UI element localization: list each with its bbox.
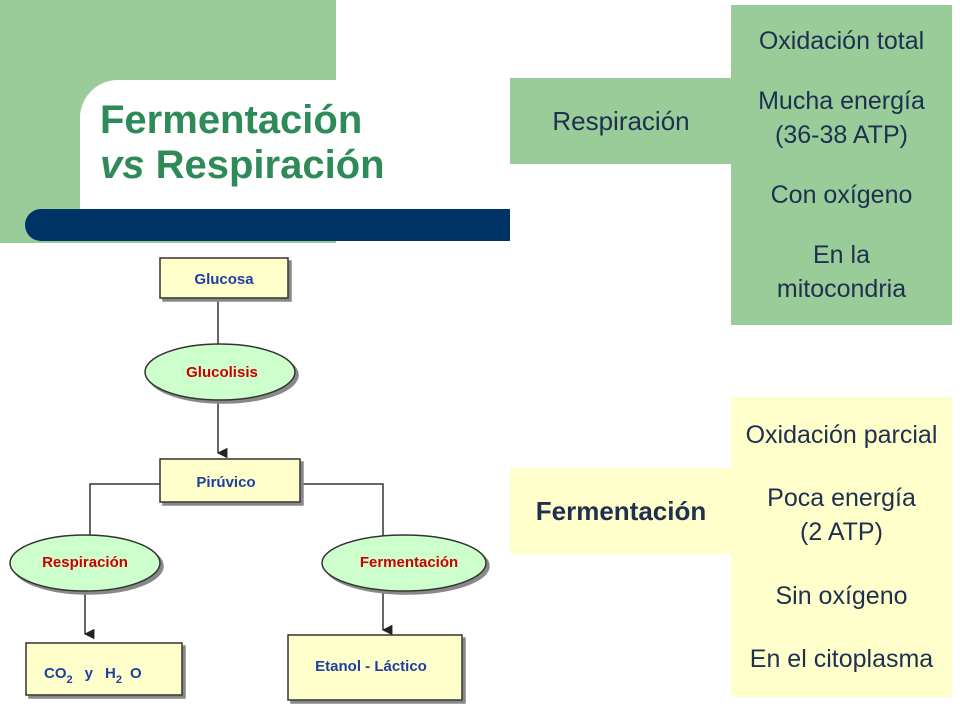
node-etanol-box xyxy=(287,634,463,701)
node-fermentacion-ellipse xyxy=(321,534,487,592)
node-piruvico-box xyxy=(159,458,301,503)
metabolism-flowchart: Glucosa Glucolisis Pirúvico Respiración … xyxy=(9,257,487,701)
node-etanol-lactico: Etanol - Láctico xyxy=(315,658,427,675)
node-respiracion-ellipse xyxy=(9,534,161,592)
page-title-line2: vs Respiración xyxy=(100,143,385,187)
respiration-item: Con oxígeno xyxy=(771,178,913,212)
fermentation-item: Poca energía (2 ATP) xyxy=(767,481,916,549)
respiration-label-box: Respiración xyxy=(510,78,732,164)
fermentation-item: En el citoplasma xyxy=(750,642,933,676)
respiration-item-text: En la mitocondria xyxy=(776,241,907,303)
respiration-label: Respiración xyxy=(552,106,690,136)
node-glucolisis-ellipse xyxy=(144,343,296,401)
fermentation-item: Sin oxígeno xyxy=(775,579,907,613)
fermentation-item-text: Oxidación parcial xyxy=(745,420,938,449)
respiration-item-text: Oxidación total xyxy=(758,27,925,55)
fermentation-item-text: Sin oxígeno xyxy=(775,581,908,610)
respiration-item: Oxidación total xyxy=(759,24,924,58)
fermentation-label-box: Fermentación xyxy=(510,468,732,554)
node-co2-h2o-box xyxy=(25,642,183,696)
fermentation-label: Fermentación xyxy=(535,496,707,526)
node-fermentacion: Fermentación xyxy=(360,554,458,571)
title-vs: vs xyxy=(100,143,145,187)
connector-line xyxy=(300,483,384,540)
respiration-item: En la mitocondria xyxy=(777,238,906,306)
title-card xyxy=(80,80,510,210)
node-glucosa-box xyxy=(159,257,289,299)
fermentation-item-text: Poca energía (2 ATP) xyxy=(767,484,916,547)
connector-line xyxy=(89,483,160,540)
fermentation-features: Oxidación parcial Poca energía (2 ATP) S… xyxy=(731,397,952,697)
page-title-line1: Fermentación xyxy=(100,98,363,142)
respiration-item-text: Con oxígeno xyxy=(770,181,913,209)
node-respiracion: Respiración xyxy=(42,554,128,571)
respiration-item-text: Mucha energía (36-38 ATP) xyxy=(758,87,925,149)
title-underline-bar xyxy=(25,209,510,241)
title-respiracion: Respiración xyxy=(144,143,385,187)
respiration-features: Oxidación total Mucha energía (36-38 ATP… xyxy=(731,5,952,325)
fermentation-item: Oxidación parcial xyxy=(746,418,938,452)
node-glucolisis: Glucolisis xyxy=(186,364,258,381)
node-piruvico: Pirúvico xyxy=(196,474,255,491)
fermentation-item-text: En el citoplasma xyxy=(749,645,934,674)
node-glucosa: Glucosa xyxy=(194,271,254,288)
respiration-item: Mucha energía (36-38 ATP) xyxy=(758,84,925,152)
